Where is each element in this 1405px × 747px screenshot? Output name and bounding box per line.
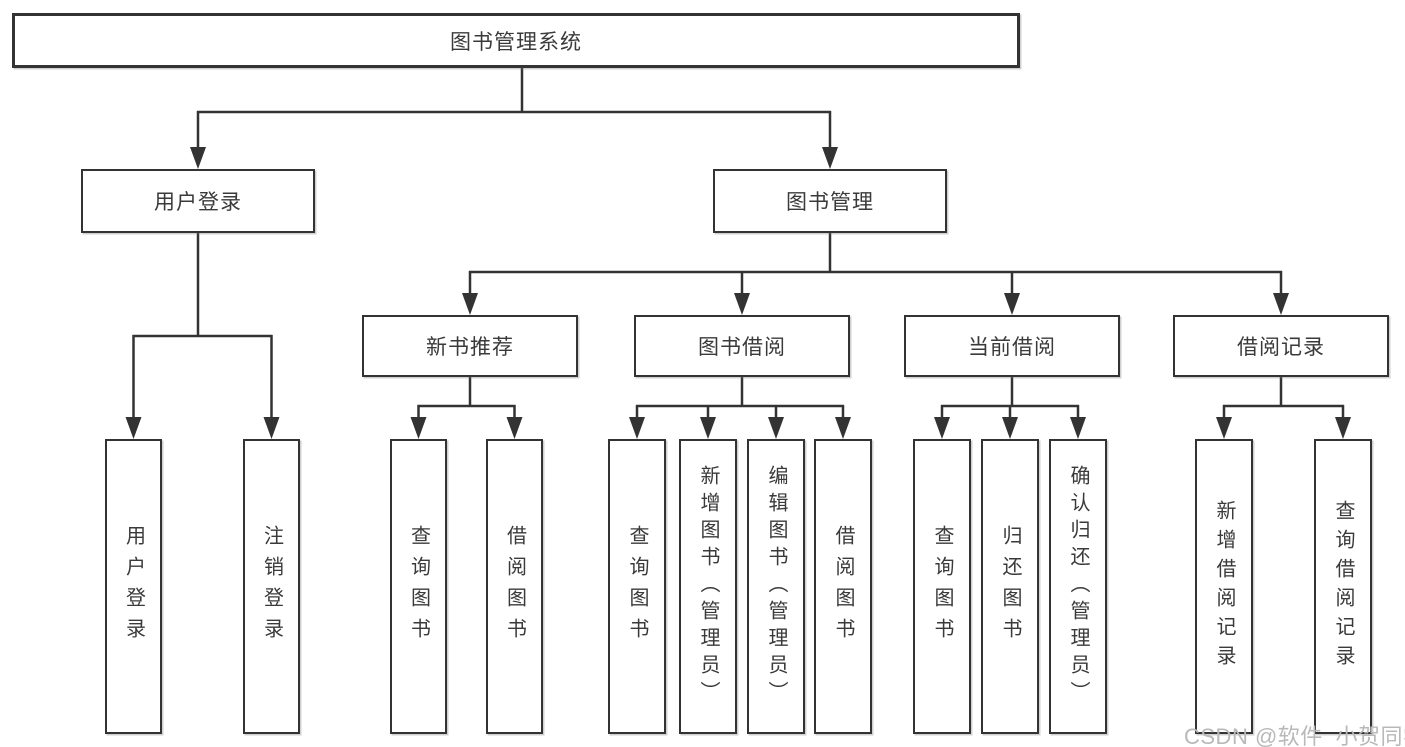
arrow-down-icon bbox=[1216, 417, 1232, 439]
node-label: 图书借阅 bbox=[698, 336, 786, 359]
connector-new-book-branch bbox=[417, 377, 516, 420]
arrow-down-icon bbox=[263, 417, 280, 439]
node-library-management-system: 图书管理系统 bbox=[12, 13, 1020, 68]
leaf-query-books-recommend: 查询图书 bbox=[390, 439, 447, 734]
leaf-query-books-borrow: 查询图书 bbox=[608, 439, 666, 734]
leaf-query-borrow-record: 查询借阅记录 bbox=[1314, 439, 1372, 734]
node-label: 用户登录 bbox=[154, 191, 242, 214]
node-label: 新增图书（管理员） bbox=[697, 465, 719, 708]
node-new-book-recommend: 新书推荐 bbox=[362, 315, 578, 377]
node-user-login-module: 用户登录 bbox=[81, 169, 315, 233]
node-book-borrowing: 图书借阅 bbox=[634, 315, 850, 377]
leaf-return-books: 归还图书 bbox=[981, 439, 1039, 734]
leaf-confirm-return-admin: 确认归还（管理员） bbox=[1049, 439, 1107, 734]
connector-book-mgmt-to-level3 bbox=[468, 233, 1283, 297]
node-label: 借阅记录 bbox=[1237, 336, 1325, 359]
leaf-add-borrow-record: 新增借阅记录 bbox=[1195, 439, 1253, 734]
arrow-down-icon bbox=[410, 417, 427, 439]
arrow-down-icon bbox=[835, 417, 851, 439]
node-book-management-module: 图书管理 bbox=[713, 169, 947, 233]
node-label: 用户登录 bbox=[122, 524, 145, 649]
arrow-down-icon bbox=[629, 417, 645, 439]
node-current-borrowing: 当前借阅 bbox=[904, 315, 1120, 377]
node-label: 查询借阅记录 bbox=[1332, 499, 1354, 674]
connector-root-to-level2 bbox=[196, 68, 832, 150]
leaf-add-books-admin: 新增图书（管理员） bbox=[679, 439, 737, 734]
node-label: 新增借阅记录 bbox=[1213, 499, 1235, 674]
arrow-down-icon bbox=[1004, 293, 1020, 315]
arrow-down-icon bbox=[1335, 417, 1351, 439]
node-label: 借阅图书 bbox=[832, 524, 854, 649]
node-label: 当前借阅 bbox=[968, 336, 1056, 359]
arrow-down-icon bbox=[1002, 417, 1018, 439]
arrow-down-icon bbox=[1273, 293, 1289, 315]
arrow-down-icon bbox=[462, 293, 478, 315]
arrow-down-icon bbox=[190, 147, 206, 169]
node-label: 图书管理系统 bbox=[450, 30, 582, 54]
node-label: 查询图书 bbox=[931, 524, 953, 649]
arrow-down-icon bbox=[734, 293, 750, 315]
leaf-query-books-current: 查询图书 bbox=[913, 439, 971, 734]
leaf-borrow-books: 借阅图书 bbox=[814, 439, 872, 734]
leaf-borrow-books-recommend: 借阅图书 bbox=[486, 439, 543, 734]
node-label: 新书推荐 bbox=[426, 336, 514, 359]
node-label: 注销登录 bbox=[260, 524, 283, 649]
leaf-logout: 注销登录 bbox=[243, 439, 300, 734]
arrow-down-icon bbox=[125, 417, 142, 439]
arrow-down-icon bbox=[700, 417, 716, 439]
node-label: 查询图书 bbox=[407, 524, 430, 649]
leaf-user-login: 用户登录 bbox=[105, 439, 162, 734]
node-borrowing-records: 借阅记录 bbox=[1173, 315, 1389, 377]
connector-borrow-records-branch bbox=[1222, 377, 1345, 420]
connector-user-login-branch bbox=[132, 233, 273, 420]
node-label: 确认归还（管理员） bbox=[1067, 465, 1089, 708]
connector-current-borrow-branch bbox=[940, 377, 1080, 420]
arrow-down-icon bbox=[934, 417, 950, 439]
connector-book-borrow-branch bbox=[635, 377, 845, 420]
arrow-down-icon bbox=[768, 417, 784, 439]
arrow-down-icon bbox=[1070, 417, 1086, 439]
node-label: 图书管理 bbox=[786, 191, 874, 214]
node-label: 查询图书 bbox=[626, 524, 648, 649]
node-label: 借阅图书 bbox=[503, 524, 526, 649]
csdn-watermark: CSDN @软件_小贺同学 bbox=[1184, 724, 1405, 747]
node-label: 编辑图书（管理员） bbox=[765, 465, 787, 708]
arrow-down-icon bbox=[822, 147, 838, 169]
arrow-down-icon bbox=[506, 417, 523, 439]
leaf-edit-books-admin: 编辑图书（管理员） bbox=[747, 439, 805, 734]
node-label: 归还图书 bbox=[999, 524, 1021, 649]
